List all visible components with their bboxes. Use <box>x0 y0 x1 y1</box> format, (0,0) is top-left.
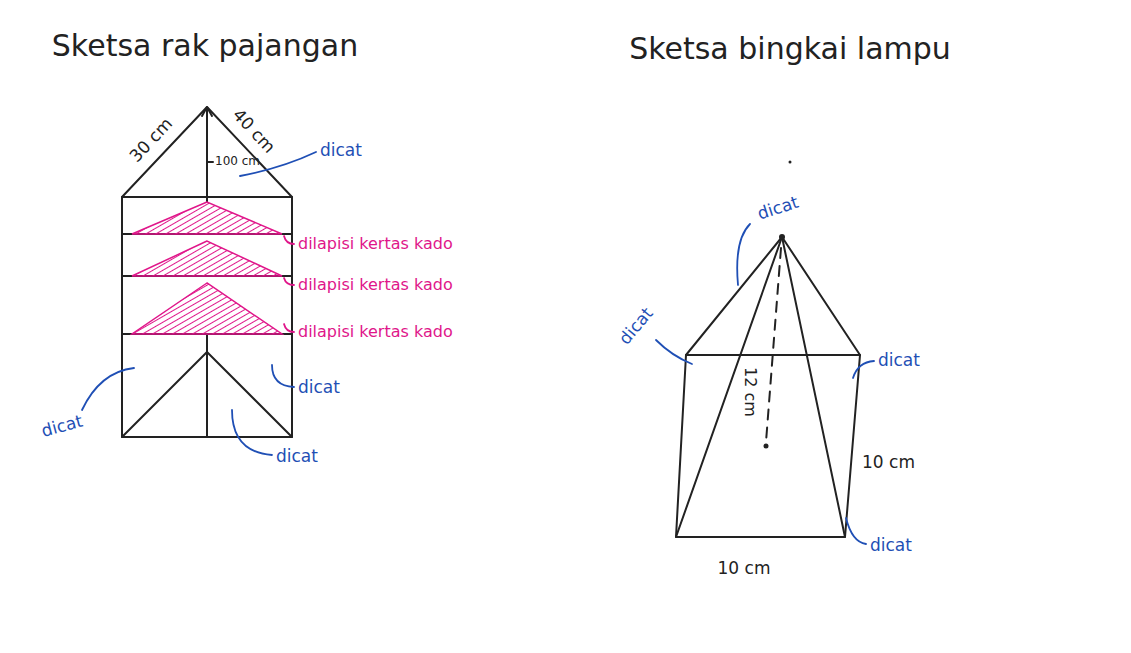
tick <box>208 161 213 163</box>
paint-note: dicat <box>298 378 340 397</box>
lamp-edge <box>676 237 782 537</box>
arrow-head <box>202 107 212 116</box>
sketch-title: Sketsa rak pajangan <box>52 29 358 62</box>
hatched-triangle <box>132 202 282 234</box>
shelf-post <box>206 352 208 437</box>
height-line <box>766 248 781 442</box>
leader-line <box>232 410 272 455</box>
dimension-label: 30 cm <box>126 114 176 165</box>
leader-line <box>272 365 294 387</box>
lamp-edge <box>782 237 845 537</box>
sketch-title: Sketsa bingkai lampu <box>629 32 951 65</box>
leaders-left <box>82 152 316 455</box>
paint-note: dicat <box>870 536 912 555</box>
hatched-triangle <box>132 283 282 334</box>
height-arrow <box>206 108 208 197</box>
lamp-frame <box>676 237 860 537</box>
wrap-note: dilapisi kertas kado <box>298 323 453 341</box>
paint-note: dicat <box>878 351 920 370</box>
shelf-body <box>122 197 292 437</box>
leader-line <box>656 340 692 364</box>
hatched-triangle <box>132 241 282 276</box>
lamp-roof <box>686 237 860 355</box>
bottom-triangle <box>122 352 292 437</box>
dimension-label: 100 cm <box>215 155 260 168</box>
wrapped-triangles <box>132 202 282 334</box>
leader-line <box>284 324 294 332</box>
leaders-right <box>656 224 874 544</box>
wrap-note: dilapisi kertas kado <box>298 276 453 294</box>
paint-note: dicat <box>39 412 84 441</box>
leader-line <box>284 278 294 285</box>
wrap-note: dilapisi kertas kado <box>298 235 453 253</box>
dimension-label: 10 cm <box>862 453 915 472</box>
leader-line <box>846 518 866 544</box>
leader-line <box>82 368 134 410</box>
stray-dot <box>789 161 792 164</box>
paint-note: dicat <box>755 193 801 224</box>
foot-dot <box>764 444 769 449</box>
dimension-label: 40 cm <box>229 105 279 156</box>
paint-note: dicat <box>615 304 656 348</box>
leader-line <box>737 224 750 285</box>
paint-note: dicat <box>320 141 362 160</box>
paint-note: dicat <box>276 447 318 466</box>
lamp-body <box>676 355 860 537</box>
leader-line <box>284 236 294 244</box>
display-shelf <box>122 107 292 437</box>
shelf-post <box>206 334 208 352</box>
dimension-label: 12 cm <box>741 367 759 417</box>
apex-dot <box>779 234 785 240</box>
leader-line <box>853 361 874 378</box>
dimension-label: 10 cm <box>718 559 771 578</box>
